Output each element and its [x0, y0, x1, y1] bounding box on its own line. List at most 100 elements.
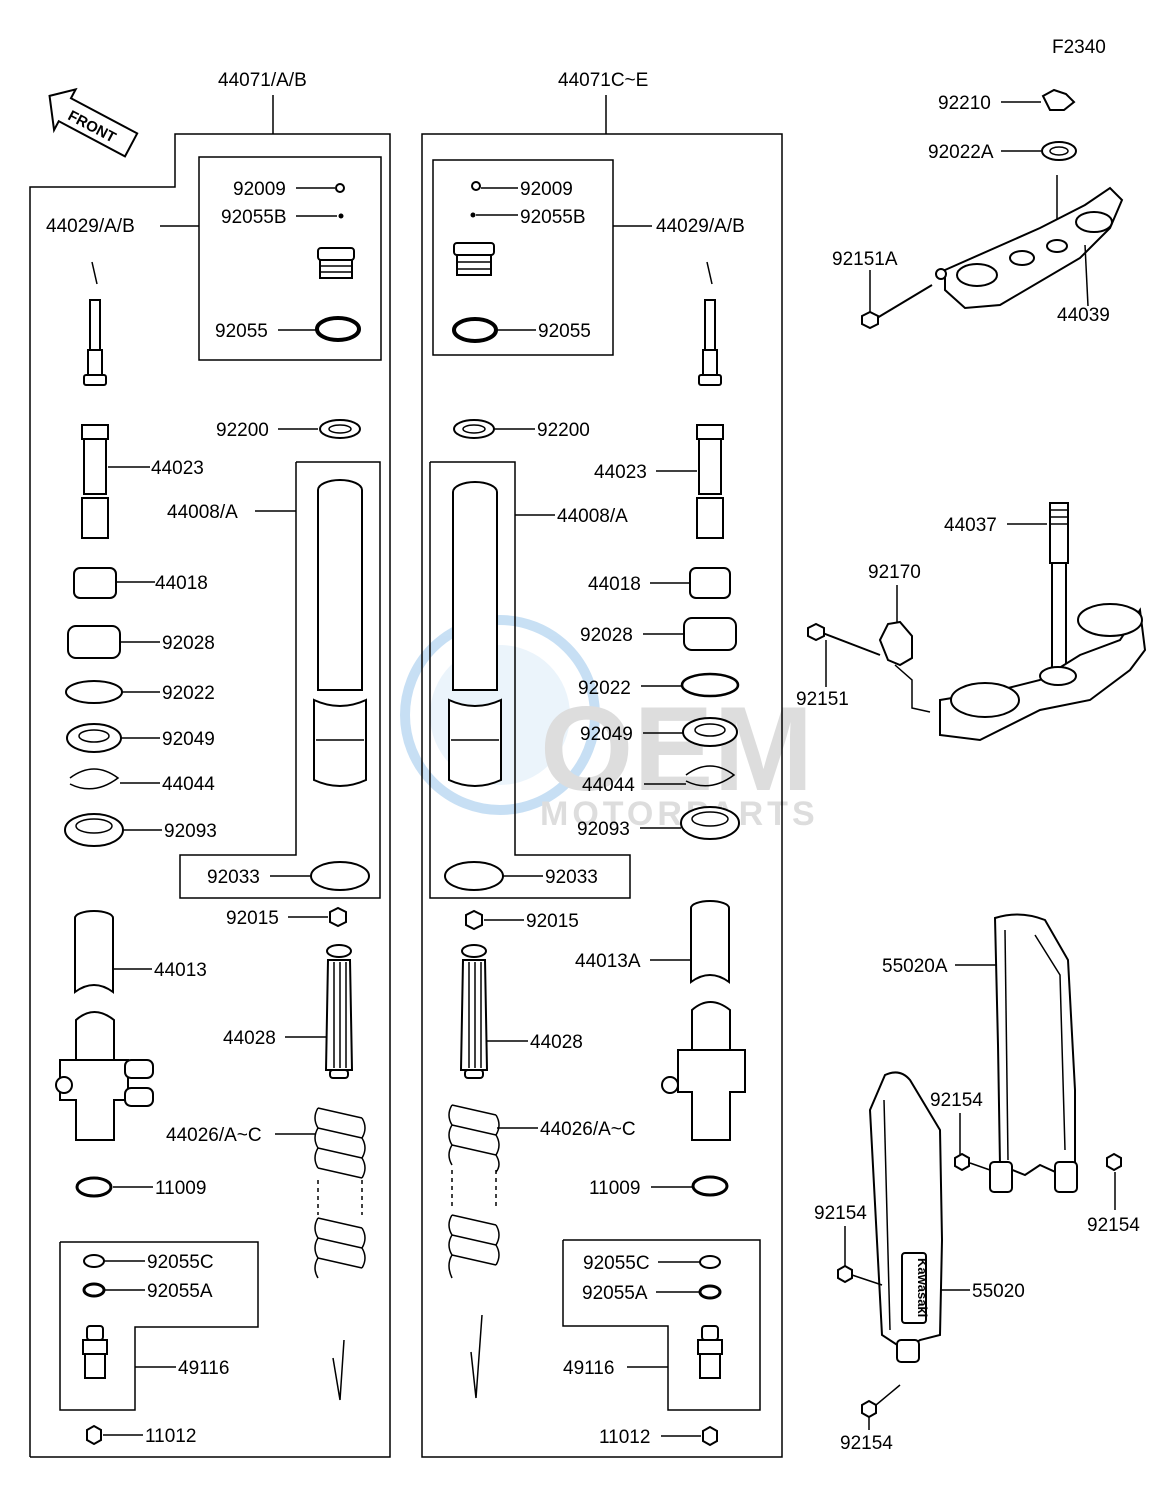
left-gasket-label: 11009	[155, 1178, 206, 1199]
upper-bracket-icon	[935, 186, 1124, 310]
right-oil-seal-label: 92049	[580, 724, 633, 745]
watermark-sub: MOTORPARTS	[540, 795, 819, 833]
right-outer-tube-label: 44008/A	[557, 506, 628, 527]
right-oring-label: 92055	[538, 321, 591, 342]
guards-group: 55020A 92154 92154 Kawasaki 55020 92154	[814, 913, 1140, 1454]
right-rod-label: 44023	[594, 462, 647, 483]
left-oring-a-label: 92055A	[147, 1281, 213, 1302]
rod-tip-icon	[332, 1339, 345, 1401]
guard-a-label: 55020A	[882, 956, 948, 977]
left-oring-label: 92055	[215, 321, 268, 342]
washer-icon	[319, 419, 361, 439]
left-spring-label: 44026/A~C	[166, 1125, 262, 1146]
upper-nut-label: 92210	[938, 93, 991, 114]
wire-guide-label: 92170	[868, 562, 921, 583]
oring-icon	[315, 316, 361, 342]
inner-tube-icon	[55, 910, 154, 1141]
left-clip-label: 44044	[162, 774, 215, 795]
left-cylinder-label: 44028	[223, 1028, 276, 1049]
front-arrow-icon: FRONT	[48, 87, 139, 158]
stem-nut-icon	[1041, 88, 1076, 111]
left-outer-tube-label: 44008/A	[167, 502, 238, 523]
guide-bushing-icon	[67, 625, 121, 659]
guard-bolt-label-3: 92154	[814, 1203, 867, 1224]
oil-seal-icon	[66, 723, 122, 753]
right-bushing-label: 44018	[588, 574, 641, 595]
left-fork-assembly-label: 44071/A/B	[218, 70, 307, 91]
fork-guard-icon: Kawasaki	[868, 1071, 944, 1363]
left-washer-label: 92200	[216, 420, 269, 441]
left-dust-seal-label: 92093	[164, 821, 217, 842]
left-cap-label: 11012	[145, 1426, 196, 1447]
upper-bracket-label: 44039	[1057, 305, 1110, 326]
right-valve-label: 49116	[563, 1358, 614, 1379]
guard-logo: Kawasaki	[915, 1258, 930, 1317]
stem-label: 44037	[944, 515, 997, 536]
inner-tube-icon	[661, 900, 746, 1141]
spring-icon	[314, 1107, 366, 1279]
right-fork-group: 44071C~E 44029/A/B 92009 92055B 92055 92…	[421, 70, 783, 1458]
watermark-brand: OEM	[540, 682, 813, 816]
diagram-code: F2340	[1052, 37, 1106, 58]
right-oring-c-label: 92055C	[583, 1253, 650, 1274]
bushing-icon	[73, 567, 117, 599]
left-oring-c-label: 92055C	[147, 1252, 214, 1273]
left-snap-ring-label: 92033	[207, 867, 260, 888]
damper-rod-icon	[81, 261, 109, 539]
washer-icon	[1041, 141, 1077, 161]
right-nut-label: 92015	[526, 911, 579, 932]
fork-cap-icon	[317, 247, 355, 279]
left-cap-assy-label: 44029/A/B	[46, 216, 135, 237]
lower-bolt-label: 92151	[796, 689, 849, 710]
right-cap-assy-label: 44029/A/B	[656, 216, 745, 237]
right-oring-b-label: 92055B	[520, 207, 586, 228]
right-clip-label: 44044	[582, 775, 635, 796]
spring-icon	[448, 1104, 500, 1279]
left-valve-label: 49116	[178, 1358, 229, 1379]
wire-guide-icon	[878, 620, 913, 667]
left-inner-tube-label: 44013	[154, 960, 207, 981]
washer2-icon	[65, 680, 123, 704]
left-bushing-label: 44018	[155, 573, 208, 594]
guard-bolt-label-1: 92154	[930, 1090, 983, 1111]
left-washer2-label: 92022	[162, 683, 215, 704]
clip-icon	[69, 768, 120, 790]
gasket-icon	[75, 1176, 113, 1198]
lower-clamp-group: 44037 92170 92151	[796, 502, 1147, 742]
right-screw-label: 92009	[520, 179, 573, 200]
right-gasket-label: 11009	[589, 1178, 640, 1199]
cylinder-icon	[324, 944, 354, 1079]
left-nut-label: 92015	[226, 908, 279, 929]
left-guide-label: 92028	[162, 633, 215, 654]
steering-stem-icon	[939, 502, 1147, 742]
guard-bolt-label-2: 92154	[1087, 1215, 1140, 1236]
right-oring-a-label: 92055A	[582, 1283, 648, 1304]
right-washer-label: 92200	[537, 420, 590, 441]
right-fork-assembly-label: 44071C~E	[558, 70, 648, 91]
left-fork-group: 44071/A/B 44029/A/B 92009 92055B 92055 4…	[29, 70, 391, 1458]
guard-bolt-label-4: 92154	[840, 1433, 893, 1454]
left-screw-label: 92009	[233, 179, 286, 200]
upper-bolt-label: 92151A	[832, 249, 898, 270]
outer-tube-icon	[313, 479, 367, 787]
left-oring-b-label: 92055B	[221, 207, 287, 228]
upper-clamp-group: 92210 92022A 92151A 44039	[832, 88, 1124, 330]
left-oil-seal-label: 92049	[162, 729, 215, 750]
screw-icon	[335, 183, 345, 193]
fork-cap-icon	[453, 242, 495, 276]
guard-label: 55020	[972, 1281, 1025, 1302]
snap-ring-icon	[310, 861, 370, 891]
fork-guard-a-icon	[989, 913, 1078, 1193]
right-snap-ring-label: 92033	[545, 867, 598, 888]
upper-washer-label: 92022A	[928, 142, 994, 163]
valve-icon	[697, 1325, 723, 1379]
right-guide-label: 92028	[580, 625, 633, 646]
bolt-icon	[819, 631, 881, 656]
nut-icon	[329, 906, 347, 928]
right-washer2-label: 92022	[578, 678, 631, 699]
cylinder-icon	[459, 944, 489, 1079]
left-rod-label: 44023	[151, 458, 204, 479]
right-cylinder-label: 44028	[530, 1032, 583, 1053]
bolt-icon	[876, 284, 933, 319]
cap-nut-icon	[86, 1424, 102, 1446]
